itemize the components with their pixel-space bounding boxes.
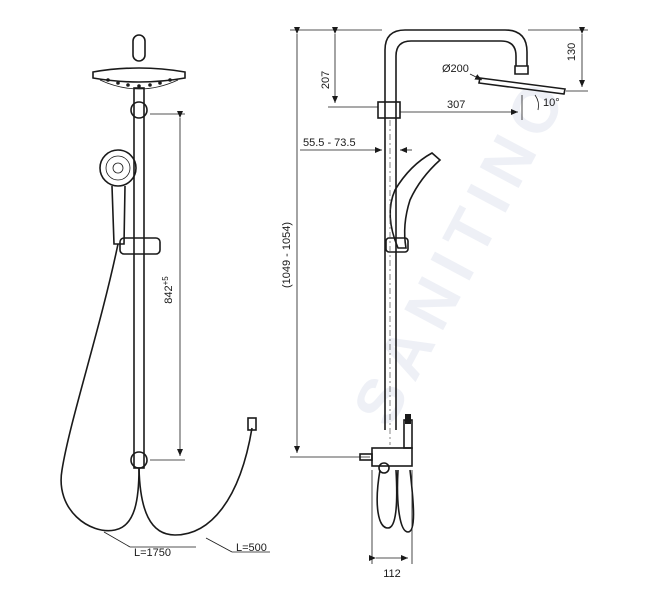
side-hand-shower (385, 152, 442, 253)
side-view: (1049 - 1054) 207 130 Ø200 307 10° 55.5 … (281, 27, 588, 580)
side-hose-loop-1 (376, 469, 398, 529)
svg-text:842+5: 842+5 (161, 276, 175, 304)
side-overhead-shower-head (478, 65, 566, 95)
dim-hose-long: L=1750 (134, 547, 171, 559)
front-hand-shower-holder (119, 237, 161, 255)
dim-head-drop: 130 (566, 43, 578, 61)
dim-tilt-angle: 10° (543, 97, 560, 109)
dim-rail-length: 842 (163, 285, 175, 303)
watermark: SANITINO (339, 62, 584, 436)
dim-base-width: 112 (383, 568, 401, 580)
front-hose-short (138, 427, 253, 536)
side-hose-loop-2 (396, 469, 415, 533)
dim-rail-tolerance: +5 (161, 276, 170, 286)
front-hose-long (60, 243, 140, 532)
front-riser-pipe (133, 87, 145, 469)
dim-wall-distance: 55.5 - 73.5 (303, 137, 356, 149)
dim-head-diameter: Ø200 (442, 63, 469, 75)
side-riser-and-arm (384, 29, 528, 430)
front-view: 842+5 L=1750 L=500 (60, 34, 270, 559)
front-overhead-shower-head (92, 34, 186, 90)
front-upper-bracket (130, 101, 148, 119)
front-hand-shower (99, 149, 137, 245)
front-hose-end (247, 417, 257, 431)
side-upper-bracket (377, 101, 401, 119)
side-lower-mixer (359, 414, 413, 474)
dim-head-offset: 207 (320, 71, 332, 89)
dim-total-height: (1049 - 1054) (281, 222, 293, 288)
dim-hose-short: L=500 (236, 542, 267, 554)
dim-arm-length: 307 (447, 99, 465, 111)
